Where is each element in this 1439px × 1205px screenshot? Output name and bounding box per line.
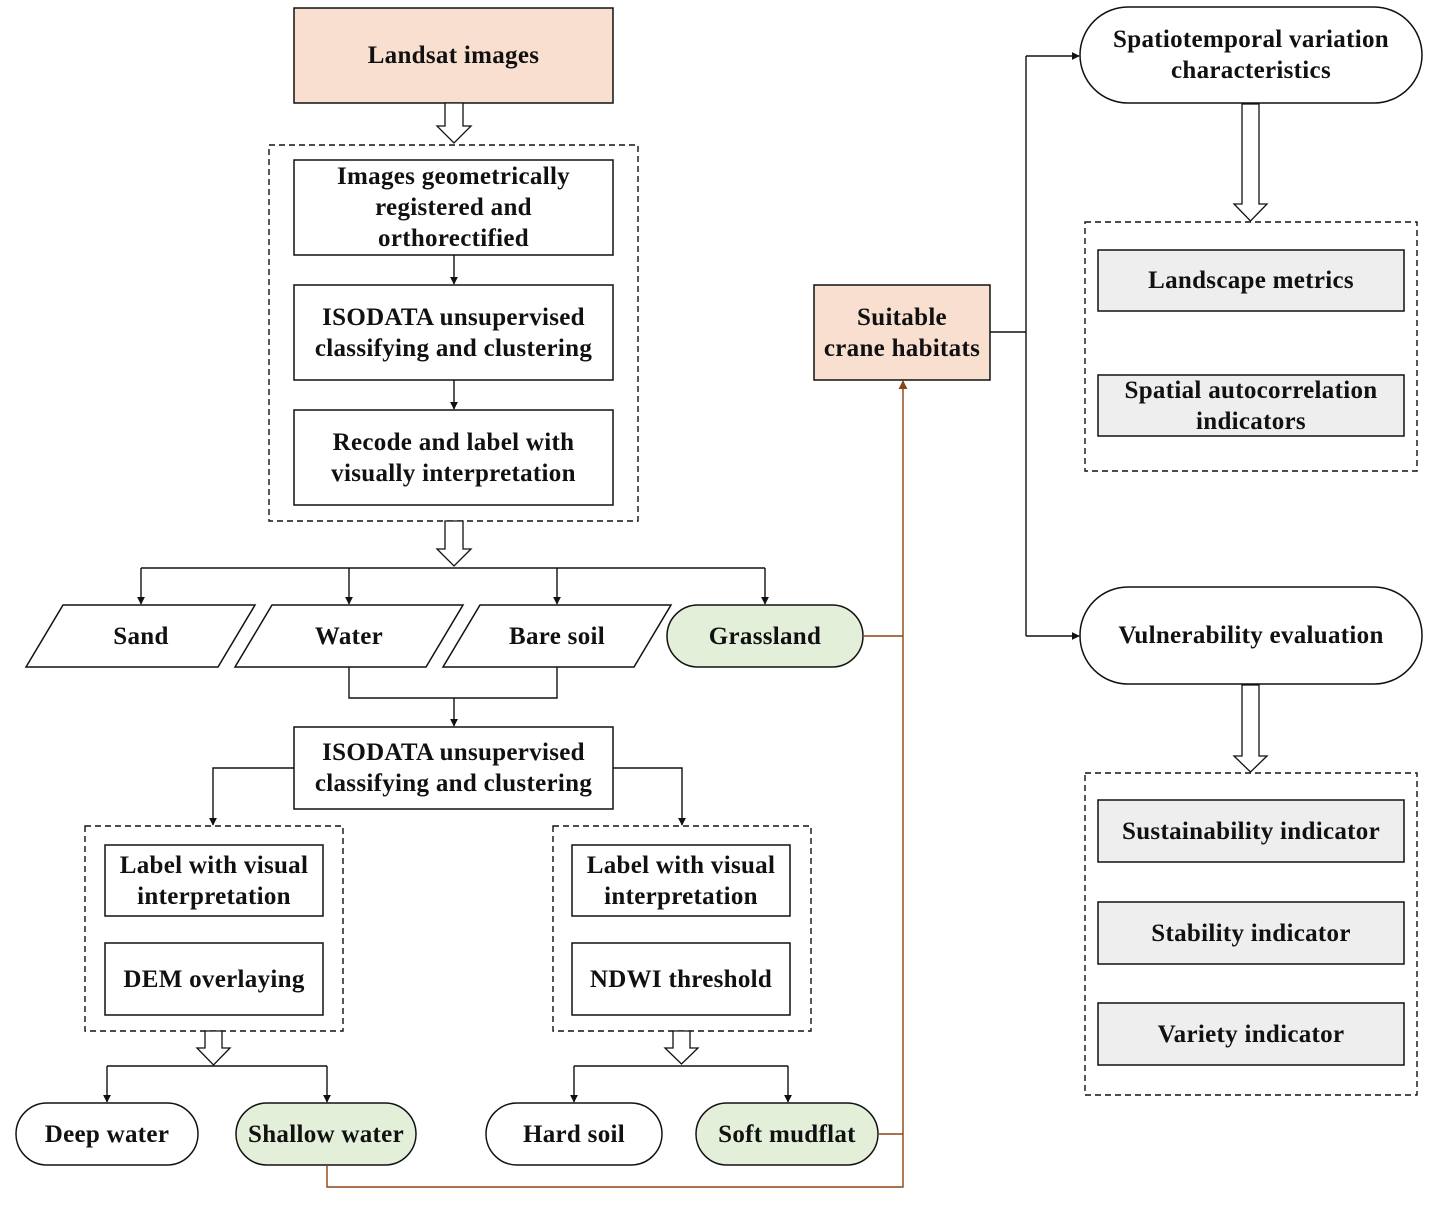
bare-soil-shape (441, 604, 673, 668)
bare-soil-label: Bare soil (509, 622, 605, 650)
isodata1-box (293, 284, 614, 381)
registered-label: Images geometrically registered and orth… (336, 163, 570, 252)
variety-box (1097, 1002, 1405, 1066)
landsat-images-label: Landsat images (367, 42, 540, 69)
hollow-arrow-landsat (435, 102, 473, 144)
label-left-text: Label with visual interpretation (119, 851, 309, 910)
dem-box (104, 942, 324, 1016)
vulnerability-shape (1079, 586, 1423, 685)
hollow-arrow-spatiotemporal (1232, 103, 1269, 222)
spatiotemporal-shape (1079, 6, 1423, 104)
variety-indicator-label: Variety indicator (1157, 1020, 1345, 1048)
recode-label: Recode and label with visually interpret… (331, 428, 576, 487)
hard-soil-label: Hard soil (522, 1120, 626, 1148)
ndwi-box (571, 942, 791, 1016)
landscape-metrics-label: Landscape metrics (1148, 267, 1354, 294)
preprocess-group (268, 144, 639, 522)
sand-label: Sand (113, 622, 169, 650)
label-right-text: Label with visual interpretation (586, 851, 776, 910)
landscape-group (1084, 221, 1418, 472)
spatial-auto-box (1097, 374, 1405, 437)
deep-water-label: Deep water (44, 1120, 170, 1148)
grassland-label: Grassland (708, 622, 822, 650)
hollow-arrow-preprocess (435, 520, 473, 567)
landsat-box (293, 7, 614, 104)
sand-shape (24, 604, 257, 668)
spatiotemporal-label: Spatiotemporal variation characteristics (1113, 26, 1389, 84)
suitable-crane-habitats-label: Suitable crane habitats (823, 303, 981, 362)
vulnerability-evaluation-label: Vulnerability evaluation (1118, 622, 1384, 649)
sustainability-indicator-label: Sustainability indicator (1122, 817, 1380, 845)
label-left-box (104, 844, 324, 917)
deep-water-shape (15, 1102, 199, 1166)
stability-indicator-label: Stability indicator (1151, 919, 1351, 947)
ndwi-threshold-label: NDWI threshold (589, 965, 773, 993)
dem-overlaying-label: DEM overlaying (123, 965, 305, 993)
suitable-box (813, 284, 991, 381)
water-label: Water (314, 622, 384, 650)
hollow-arrow-left-group (195, 1030, 232, 1066)
connectors (103, 52, 1080, 1103)
isodata2-box (293, 726, 614, 810)
hard-soil-shape (485, 1102, 663, 1166)
label-right-box (571, 844, 791, 917)
stability-box (1097, 901, 1405, 965)
soft-mudflat-label: Soft mudflat (718, 1120, 856, 1148)
sustainability-box (1097, 799, 1405, 863)
vulnerability-group (1084, 772, 1418, 1096)
water-shape (233, 604, 465, 668)
isodata-1-label: ISODATA unsupervised classifying and clu… (314, 303, 593, 362)
isodata-2-label: ISODATA unsupervised classifying and clu… (314, 739, 593, 797)
landscape-box (1097, 249, 1405, 312)
hollow-arrow-vulnerability (1232, 684, 1269, 773)
spatial-autocorrelation-label: Spatial autocorrelation indicators (1124, 376, 1378, 435)
hollow-arrow-right-group (663, 1030, 700, 1065)
shallow-water-shape (235, 1102, 417, 1166)
recode-box (293, 409, 614, 506)
habitat-connectors (326, 380, 908, 1188)
shallow-water-label: Shallow water (248, 1120, 404, 1148)
